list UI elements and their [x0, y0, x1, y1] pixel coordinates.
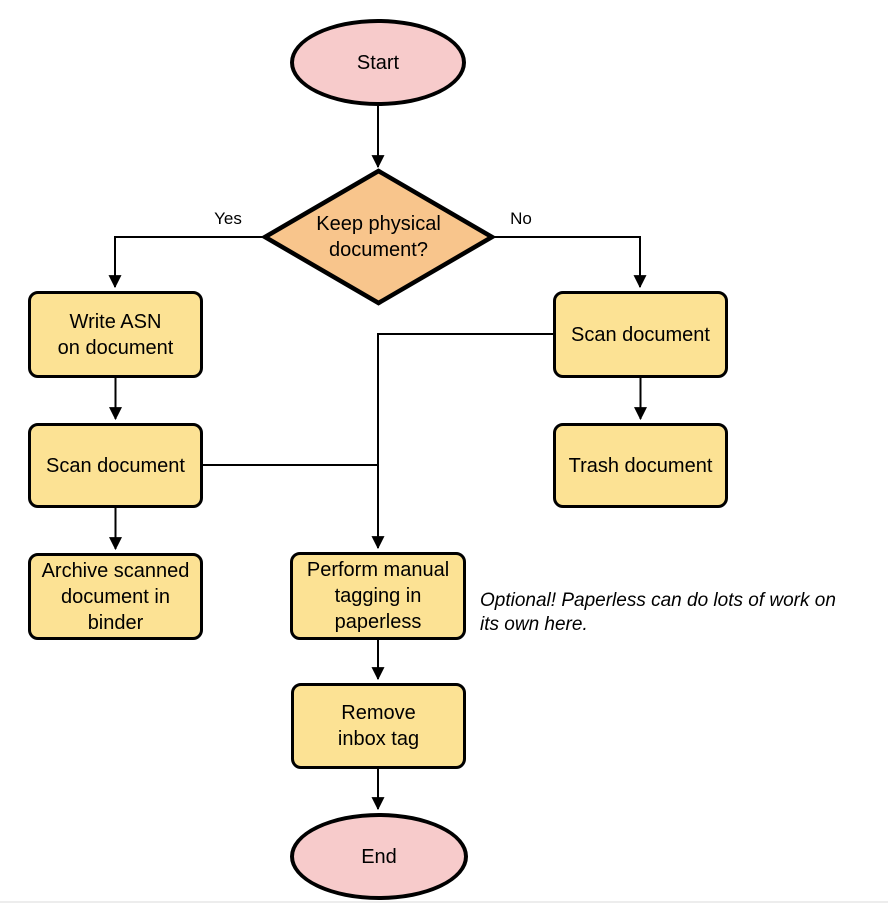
- annotation-line-2: its own here.: [480, 614, 588, 635]
- node-write-asn-label: Write ASN on document: [57, 310, 174, 359]
- node-write-asn: Write ASN on document: [28, 291, 203, 378]
- edge-label-no: No: [510, 209, 532, 228]
- node-start-label: Start: [356, 51, 400, 74]
- node-scan-document-left: Scan document: [28, 423, 203, 508]
- bottom-rule: [0, 901, 888, 903]
- edge-scan-right-to-tagging: [371, 333, 553, 550]
- node-manual-tagging-label: Perform manual tagging in paperless: [306, 559, 450, 633]
- node-trash-document: Trash document: [553, 423, 728, 508]
- node-end: End: [290, 813, 468, 900]
- node-archive-binder-label: Archive scanned document in binder: [41, 559, 190, 634]
- node-end-label: End: [361, 845, 397, 868]
- node-decision-label: Keep physical document?: [316, 213, 441, 261]
- annotation-optional-note: Optional! Paperless can do lots of work …: [480, 589, 836, 637]
- edge-label-yes: Yes: [214, 209, 242, 228]
- node-start: Start: [290, 19, 466, 106]
- node-remove-inbox-tag: Remove inbox tag: [291, 683, 466, 769]
- annotation-line-1: Optional! Paperless can do lots of work …: [480, 590, 836, 611]
- node-remove-inbox-tag-label: Remove inbox tag: [337, 702, 420, 750]
- node-archive-binder: Archive scanned document in binder: [28, 553, 203, 640]
- edge-no-to-scan-right: [492, 236, 647, 289]
- node-scan-document-right: Scan document: [553, 291, 728, 378]
- node-scan-document-right-label: Scan document: [571, 323, 710, 346]
- node-scan-document-left-label: Scan document: [46, 454, 185, 477]
- node-trash-document-label: Trash document: [568, 454, 713, 477]
- edge-yes-to-write-asn: [108, 236, 265, 289]
- node-manual-tagging: Perform manual tagging in paperless: [290, 552, 466, 640]
